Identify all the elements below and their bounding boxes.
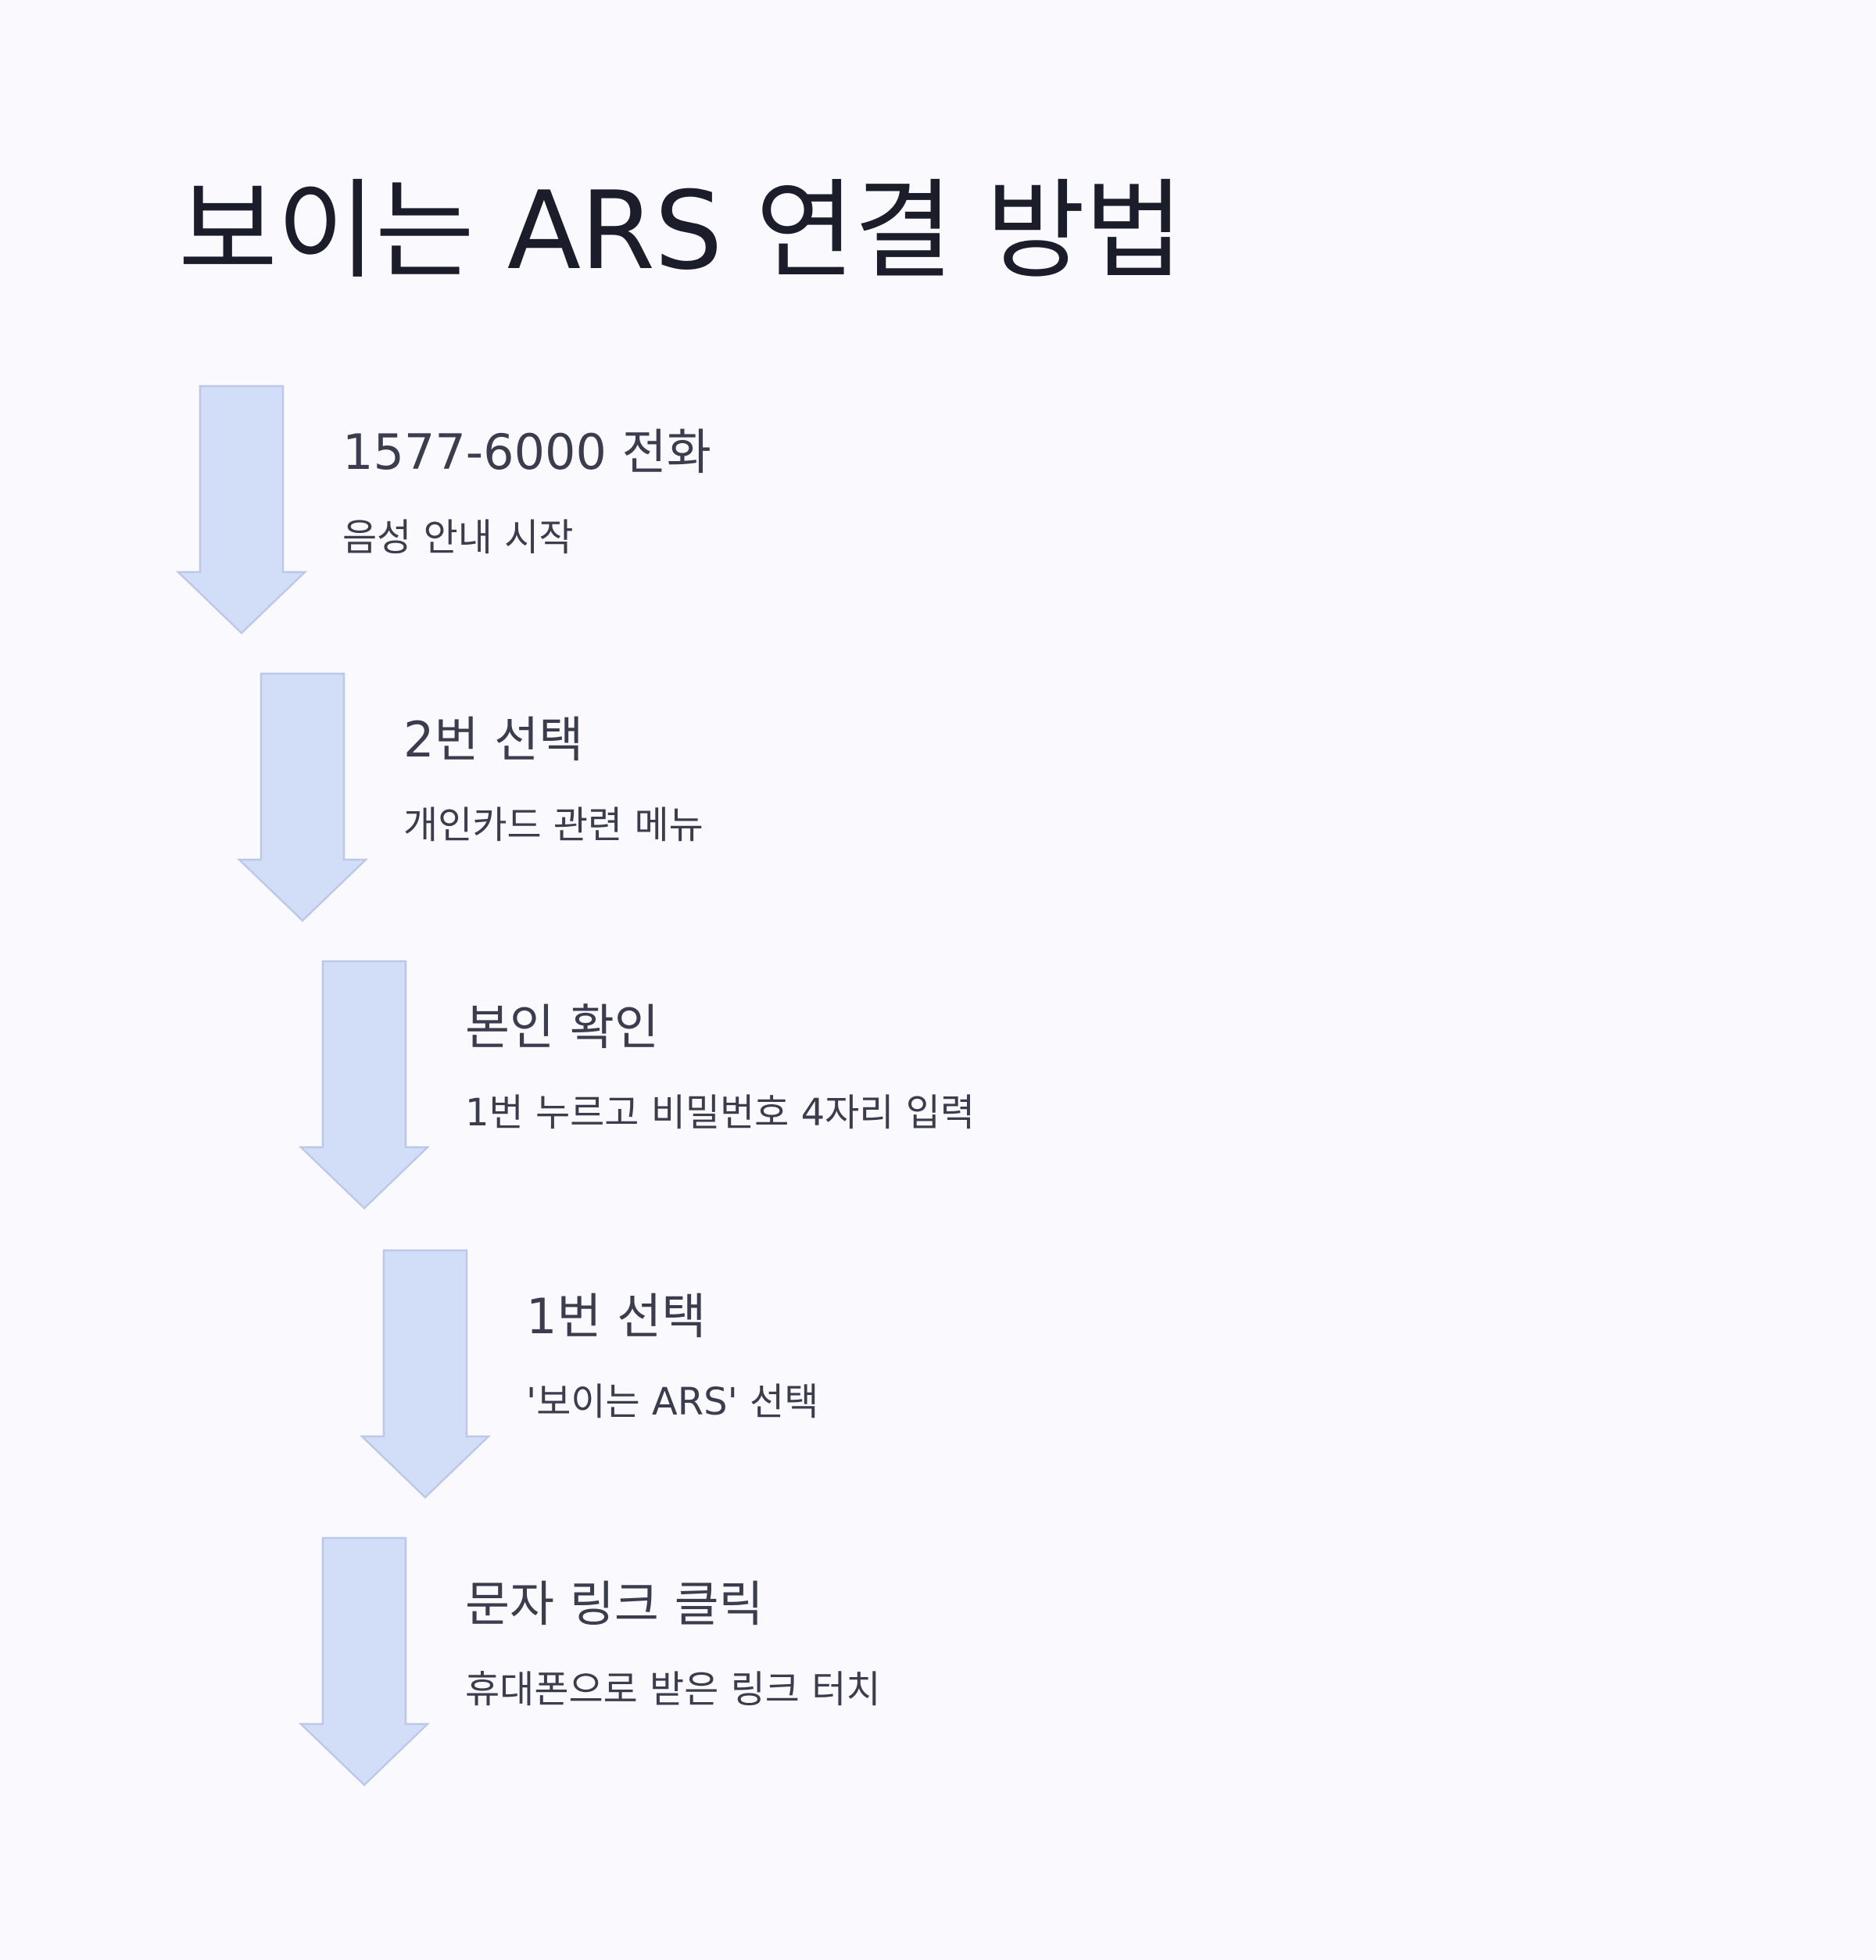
down-arrow-icon bbox=[359, 1249, 492, 1499]
step-description: 휴대폰으로 받은 링크 터치 bbox=[465, 1668, 881, 1711]
step-description: '보이는 ARS' 선택 bbox=[526, 1380, 819, 1424]
down-arrow-icon bbox=[175, 384, 308, 635]
step-1: 1577-6000 전화 음성 안내 시작 bbox=[175, 384, 1273, 642]
step-4: 1번 선택 '보이는 ARS' 선택 bbox=[359, 1249, 1456, 1507]
step-title: 본인 확인 bbox=[465, 999, 659, 1056]
step-5: 문자 링크 클릭 휴대폰으로 받은 링크 터치 bbox=[298, 1536, 1395, 1794]
step-description: 1번 누르고 비밀번호 4자리 입력 bbox=[465, 1091, 976, 1135]
step-description: 개인카드 관련 메뉴 bbox=[403, 803, 704, 847]
page-title: 보이는 ARS 연결 방법 bbox=[178, 168, 1183, 294]
step-title: 문자 링크 클릭 bbox=[465, 1576, 764, 1633]
down-arrow-icon bbox=[236, 672, 369, 922]
step-title: 1577-6000 전화 bbox=[342, 424, 711, 481]
step-title: 1번 선택 bbox=[526, 1288, 707, 1345]
step-title: 2번 선택 bbox=[403, 711, 584, 768]
step-2: 2번 선택 개인카드 관련 메뉴 bbox=[236, 672, 1334, 930]
step-3: 본인 확인 1번 누르고 비밀번호 4자리 입력 bbox=[298, 960, 1395, 1218]
down-arrow-icon bbox=[298, 1536, 431, 1787]
step-description: 음성 안내 시작 bbox=[342, 516, 574, 560]
down-arrow-icon bbox=[298, 960, 431, 1210]
